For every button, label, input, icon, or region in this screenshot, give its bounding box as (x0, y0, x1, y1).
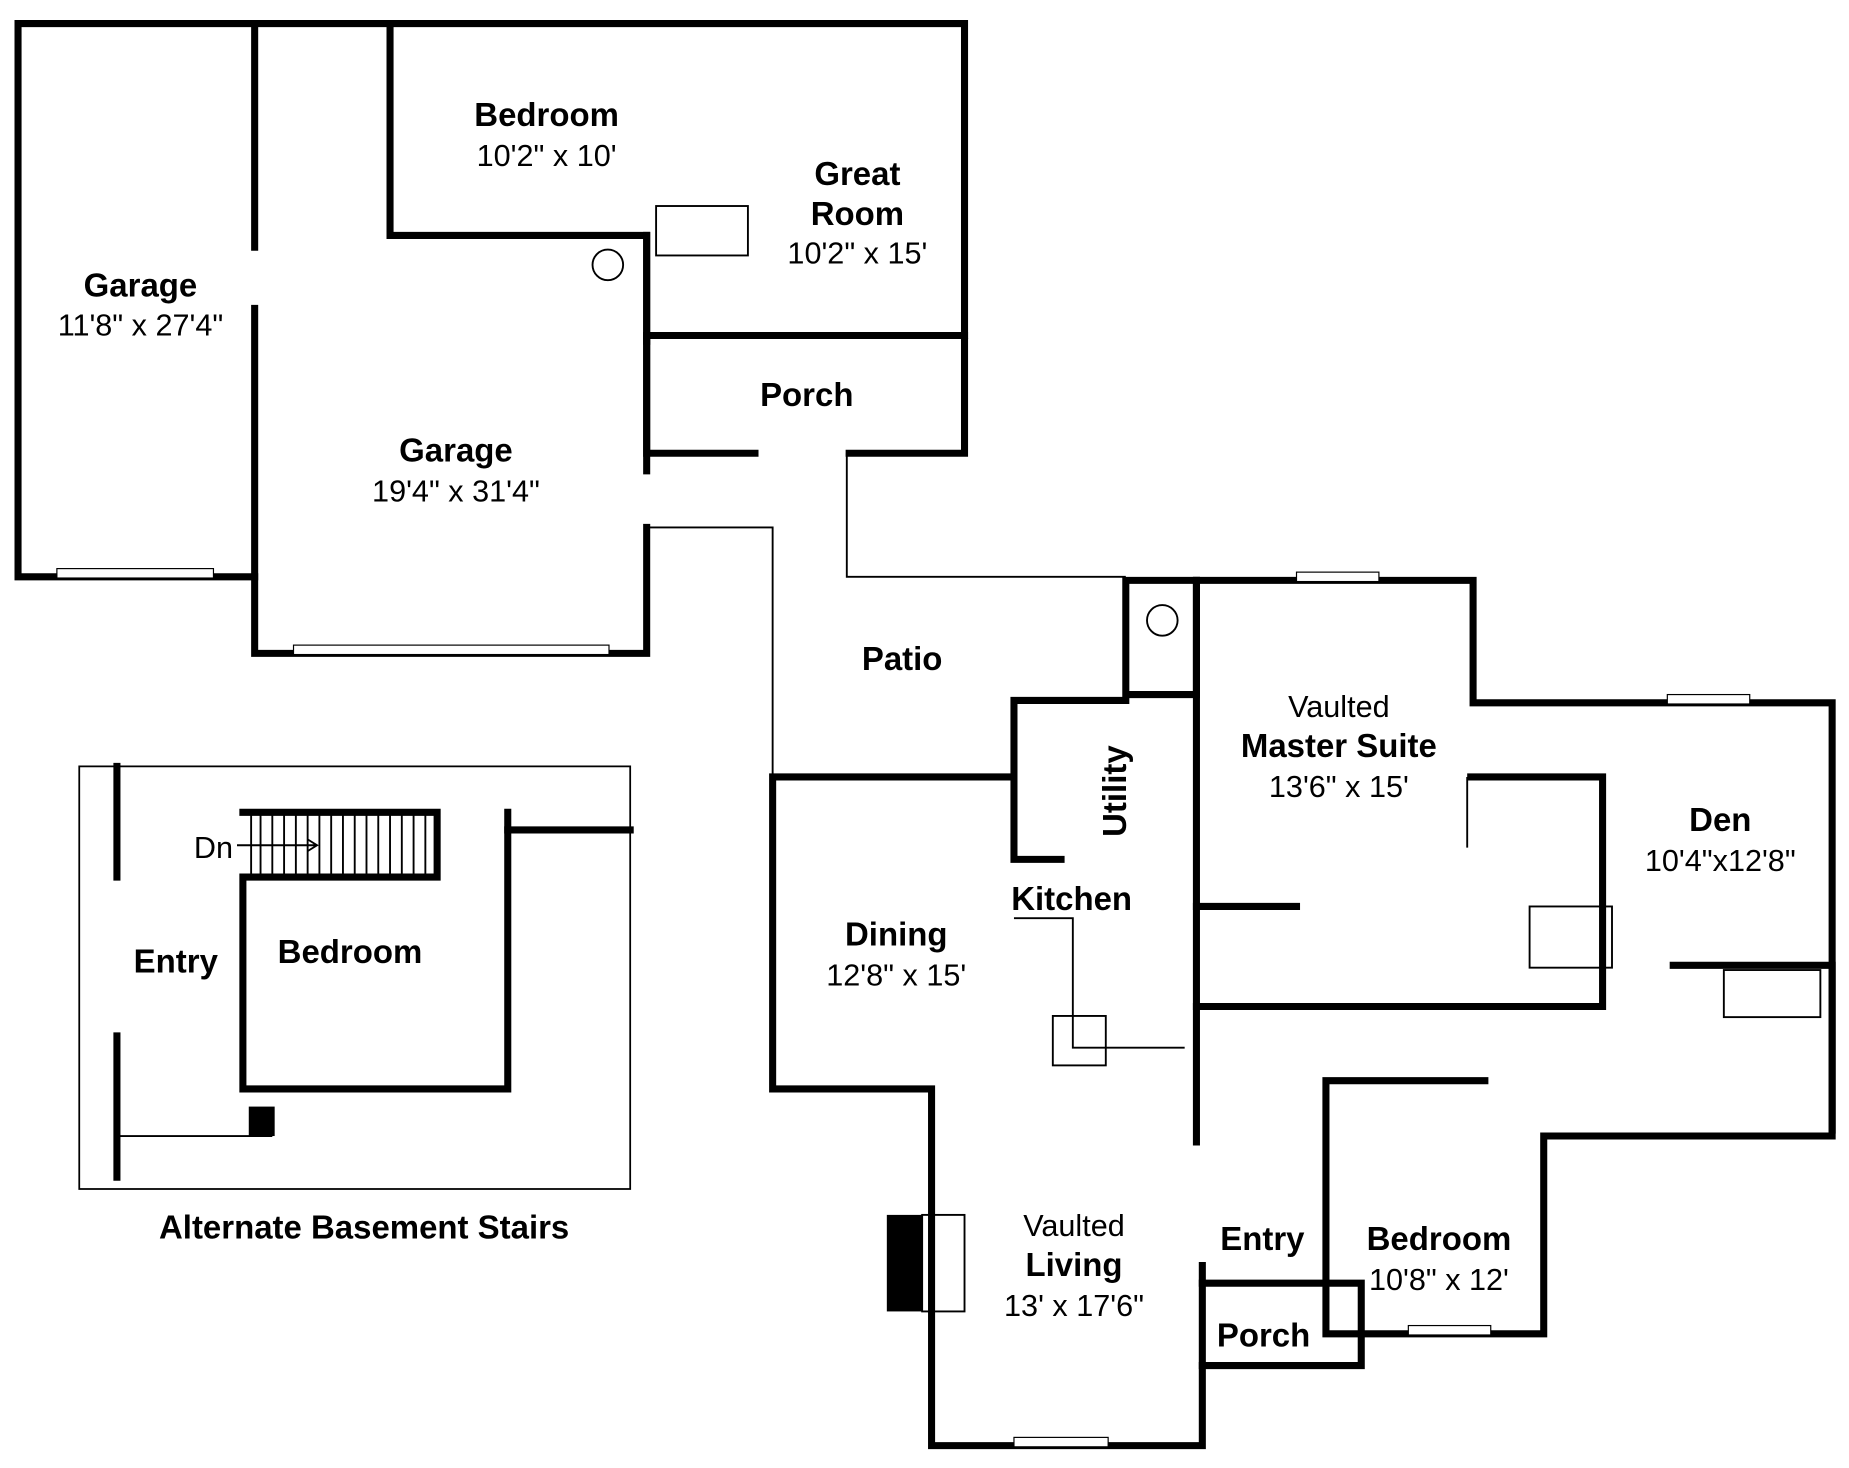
room-size-living: 13' x 17'6" (1004, 1289, 1144, 1323)
room-label-utility: Utility (1096, 745, 1133, 837)
room-size-great-room: 10'2" x 15' (787, 237, 927, 271)
room-label-garage-right: Garage (399, 431, 513, 468)
inset-bedroom-label: Bedroom (278, 933, 423, 970)
room-label-living: Living (1025, 1246, 1122, 1283)
room-label-den: Den (1689, 801, 1751, 838)
room-label-bedroom-lower: Bedroom (1367, 1220, 1512, 1257)
room-size-den: 10'4"x12'8" (1645, 844, 1796, 878)
room-label-bedroom-upper: Bedroom (474, 96, 619, 133)
inset-caption: Alternate Basement Stairs (159, 1208, 569, 1245)
room-prefix-living: Vaulted (1023, 1209, 1125, 1243)
room-size-dining: 12'8" x 15' (826, 958, 966, 992)
inset-entry-label: Entry (134, 942, 219, 979)
room-size-master: 13'6" x 15' (1269, 770, 1409, 804)
windows (56, 568, 1751, 1448)
fixtures (591, 205, 1822, 1067)
room-label-master: Master Suite (1241, 727, 1437, 764)
room-label-garage-left: Garage (84, 267, 198, 304)
room-label-great-room-1: Great (814, 155, 900, 192)
room-size-garage-left: 11'8" x 27'4" (58, 309, 224, 343)
room-size-garage-right: 19'4" x 31'4" (372, 474, 540, 508)
room-label-dining: Dining (845, 915, 948, 952)
room-size-bedroom-lower: 10'8" x 12' (1369, 1263, 1509, 1297)
room-prefix-master: Vaulted (1288, 690, 1390, 724)
alternate-stairs-inset: Dn Entry Bedroom (78, 762, 634, 1190)
room-label-great-room-2: Room (811, 195, 904, 232)
room-label-patio: Patio (862, 640, 943, 677)
walls (14, 20, 1836, 1450)
stairs-down-label: Dn (194, 831, 233, 865)
room-size-bedroom-upper: 10'2" x 10' (477, 139, 617, 173)
room-label-kitchen: Kitchen (1011, 880, 1132, 917)
room-label-porch-lower: Porch (1217, 1317, 1310, 1354)
room-label-porch-upper: Porch (760, 376, 853, 413)
room-label-entry: Entry (1220, 1220, 1305, 1257)
